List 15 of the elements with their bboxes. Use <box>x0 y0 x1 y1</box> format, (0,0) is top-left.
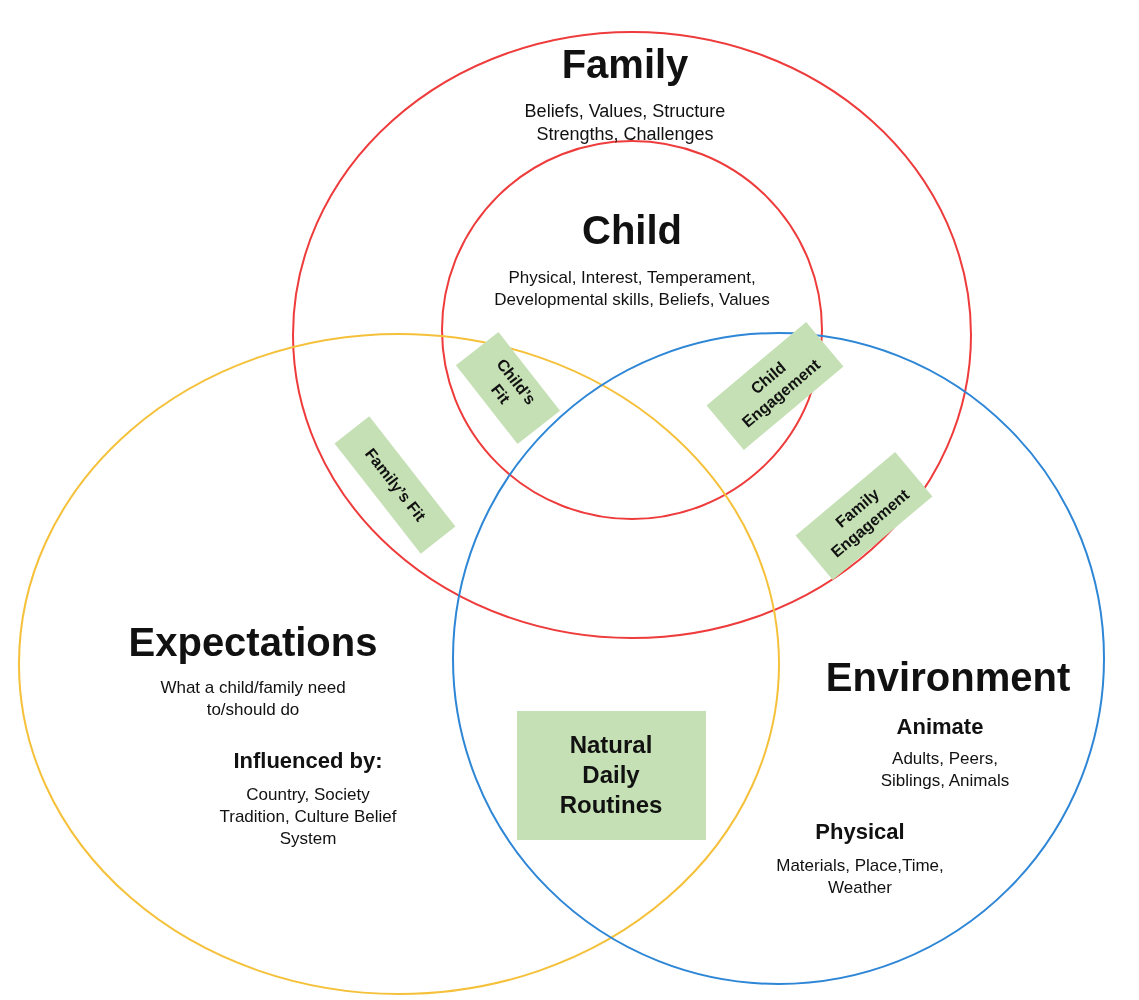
circle-description: Materials, Place,Time, Weather <box>775 855 945 900</box>
subheading: Influenced by: <box>232 747 384 775</box>
circle-title: Child <box>581 208 683 252</box>
circle-title: Family <box>560 42 690 86</box>
venn-circle <box>452 332 1105 985</box>
circle-description: Beliefs, Values, Structure Strengths, Challenges <box>523 100 727 147</box>
circle-description: Country, Society Tradition, Culture Belief System <box>219 784 397 851</box>
subheading: Animate <box>895 713 985 741</box>
circle-title: Environment <box>824 655 1072 699</box>
circle-title: Expectations <box>127 620 379 664</box>
label-box: Natural Daily Routines <box>516 710 706 840</box>
subheading: Physical <box>814 818 906 846</box>
circle-description: What a child/family need to/should do <box>159 677 347 722</box>
circle-description: Adults, Peers, Siblings, Animals <box>879 748 1011 793</box>
circle-description: Physical, Interest, Temperament, Developmental skills, Beliefs, Values <box>493 267 771 312</box>
